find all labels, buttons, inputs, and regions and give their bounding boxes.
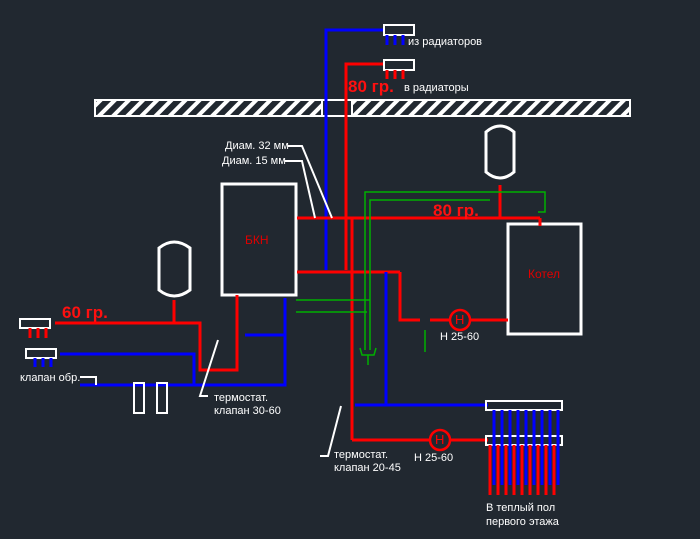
- label-boiler: Котел: [528, 267, 561, 281]
- label-thermo-valve-1-line2: клапан 30-60: [214, 405, 281, 417]
- label-floor-heating-line2: первого этажа: [486, 516, 559, 528]
- pump-floor: [428, 428, 452, 452]
- pump-boiler-symbol: H: [455, 312, 465, 327]
- label-pump-boiler: Н 25-60: [440, 331, 480, 343]
- expansion-tank-left: [157, 240, 192, 298]
- low-temp-supply-pipe: [55, 295, 239, 372]
- return-pipes: [60, 272, 488, 407]
- temp-radiators: 80 гр.: [348, 77, 394, 96]
- label-thermo-valve-2-line1: термостат.: [334, 449, 388, 461]
- expansion-tank-boiler: [484, 124, 516, 180]
- sensor-lines: [296, 191, 546, 365]
- left-radiator-manifolds: [19, 318, 57, 367]
- label-floor-heating-line1: В теплый пол: [486, 502, 556, 514]
- supply-to-radiators-pipe: [344, 62, 385, 270]
- boiler: [506, 222, 583, 336]
- temp-boiler: 80 гр.: [433, 201, 479, 220]
- leader-lines: [80, 145, 342, 457]
- label-diam-15: Диам. 15 мм: [222, 155, 286, 167]
- filters: [133, 382, 168, 414]
- main-supply-pipe: [297, 185, 542, 442]
- label-diam-32: Диам. 32 мм: [225, 140, 289, 152]
- temp-low: 60 гр.: [62, 303, 108, 322]
- pump-boiler: [448, 308, 472, 332]
- label-from-radiators: из радиаторов: [408, 36, 483, 48]
- label-to-radiators: в радиаторы: [404, 82, 469, 94]
- label-check-valve: клапан обр.: [20, 372, 81, 384]
- ceiling-slab: [94, 99, 631, 117]
- radiator-return-manifold: [383, 24, 415, 45]
- radiator-supply-manifold: [383, 59, 415, 79]
- label-thermo-valve-1-line1: термостат.: [214, 392, 268, 404]
- return-from-radiators-pipe: [324, 28, 385, 270]
- bkn-tank: [220, 182, 298, 297]
- pump-floor-symbol: H: [435, 432, 445, 447]
- label-thermo-valve-2-line2: клапан 20-45: [334, 462, 401, 474]
- label-bkn: БКН: [245, 233, 269, 247]
- floor-heating-manifolds: [485, 400, 563, 495]
- label-pump-floor: Н 25-60: [414, 452, 454, 464]
